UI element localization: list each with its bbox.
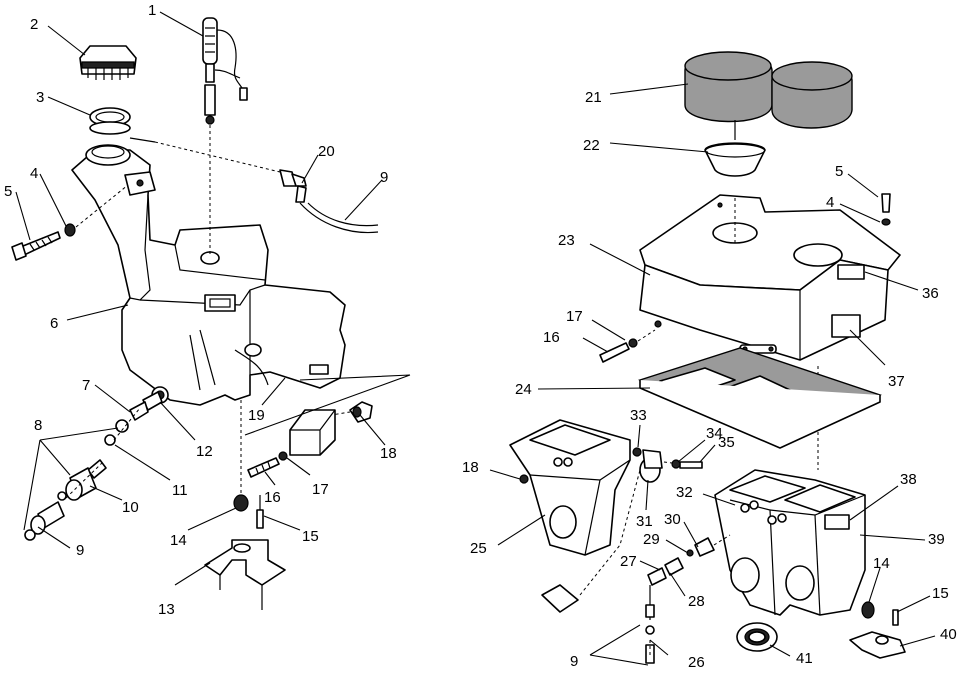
grommet — [233, 494, 249, 512]
callout-41: 41 — [796, 650, 813, 667]
callout-22: 22 — [583, 137, 600, 154]
fuel-tank-assembly — [11, 11, 411, 610]
callout-31: 31 — [636, 513, 653, 530]
fuel-cap — [79, 45, 137, 80]
fitting-33 — [632, 447, 642, 457]
callout-17-right: 17 — [566, 308, 583, 325]
callout-4: 4 — [30, 165, 38, 182]
callout-28: 28 — [688, 593, 705, 610]
callouts-right: 21 22 23 5 4 36 17 16 37 24 33 34 35 18 … — [462, 89, 957, 671]
bracket-40 — [849, 631, 906, 659]
callout-14-right: 14 — [873, 555, 890, 572]
bolt-35 — [679, 461, 703, 469]
washer-17-right — [628, 338, 638, 348]
callout-9-left: 9 — [76, 542, 84, 559]
callout-21: 21 — [585, 89, 602, 106]
callout-15: 15 — [302, 528, 319, 545]
lid-washer — [881, 218, 891, 226]
callout-6: 6 — [50, 315, 58, 332]
callout-9-right: 9 — [570, 653, 578, 670]
callout-13: 13 — [158, 601, 175, 618]
callout-23: 23 — [558, 232, 575, 249]
callout-2: 2 — [30, 16, 38, 33]
callout-7: 7 — [82, 377, 90, 394]
intake-silencer-left — [509, 419, 641, 613]
mount-screw — [256, 509, 264, 529]
callout-16-right: 16 — [543, 329, 560, 346]
callout-18: 18 — [380, 445, 397, 462]
callout-33: 33 — [630, 407, 647, 424]
callout-5: 5 — [4, 183, 12, 200]
callout-1: 1 — [148, 2, 156, 19]
washer-17 — [278, 451, 288, 461]
screw-15-right — [892, 609, 899, 626]
callout-4-right: 4 — [826, 194, 834, 211]
callout-8: 8 — [34, 417, 42, 434]
callout-5-right: 5 — [835, 163, 843, 180]
callout-9-hose: 9 — [380, 169, 388, 186]
callout-39: 39 — [928, 531, 945, 548]
callout-15-right: 15 — [932, 585, 949, 602]
callout-29: 29 — [643, 531, 660, 548]
callout-11: 11 — [172, 482, 188, 499]
callout-35: 35 — [718, 434, 735, 451]
callout-26: 26 — [688, 654, 705, 671]
filter-adapter — [704, 143, 766, 177]
air-box-lid — [639, 194, 901, 470]
lid-bolt — [881, 193, 891, 213]
fuel-gauge-sender — [202, 17, 248, 255]
callout-16: 16 — [264, 489, 281, 506]
callout-12: 12 — [196, 443, 213, 460]
callout-19: 19 — [248, 407, 265, 424]
air-box-assembly — [489, 51, 936, 666]
foam-filter — [684, 51, 853, 129]
filler-neck — [85, 144, 131, 166]
callout-20: 20 — [318, 143, 335, 160]
callout-14: 14 — [170, 532, 187, 549]
callout-17: 17 — [312, 481, 329, 498]
callout-37: 37 — [888, 373, 905, 390]
washer — [64, 223, 76, 237]
grommet-14-right — [861, 601, 875, 619]
fuel-outlet-fittings — [24, 386, 169, 541]
vent-fitting — [129, 137, 379, 234]
air-box-gasket — [638, 347, 882, 449]
callout-36: 36 — [922, 285, 939, 302]
callout-10: 10 — [122, 499, 139, 516]
callout-32: 32 — [676, 484, 693, 501]
side-fitting — [299, 401, 373, 423]
fuel-tank — [71, 149, 346, 406]
callout-25: 25 — [470, 540, 487, 557]
callout-38: 38 — [900, 471, 917, 488]
callouts-left: 1 2 3 4 5 6 7 8 9 10 11 12 13 14 15 16 1… — [4, 2, 397, 618]
mount-bracket — [204, 539, 286, 610]
callout-18-right: 18 — [462, 459, 479, 476]
washer-18-right — [519, 474, 529, 484]
callout-24: 24 — [515, 381, 532, 398]
callout-3: 3 — [36, 89, 44, 106]
callout-30: 30 — [664, 511, 681, 528]
bolt-16-right — [599, 342, 630, 363]
callout-34: 34 — [706, 425, 723, 442]
callout-40: 40 — [940, 626, 957, 643]
callout-27: 27 — [620, 553, 637, 570]
intake-silencer-right — [714, 469, 866, 616]
